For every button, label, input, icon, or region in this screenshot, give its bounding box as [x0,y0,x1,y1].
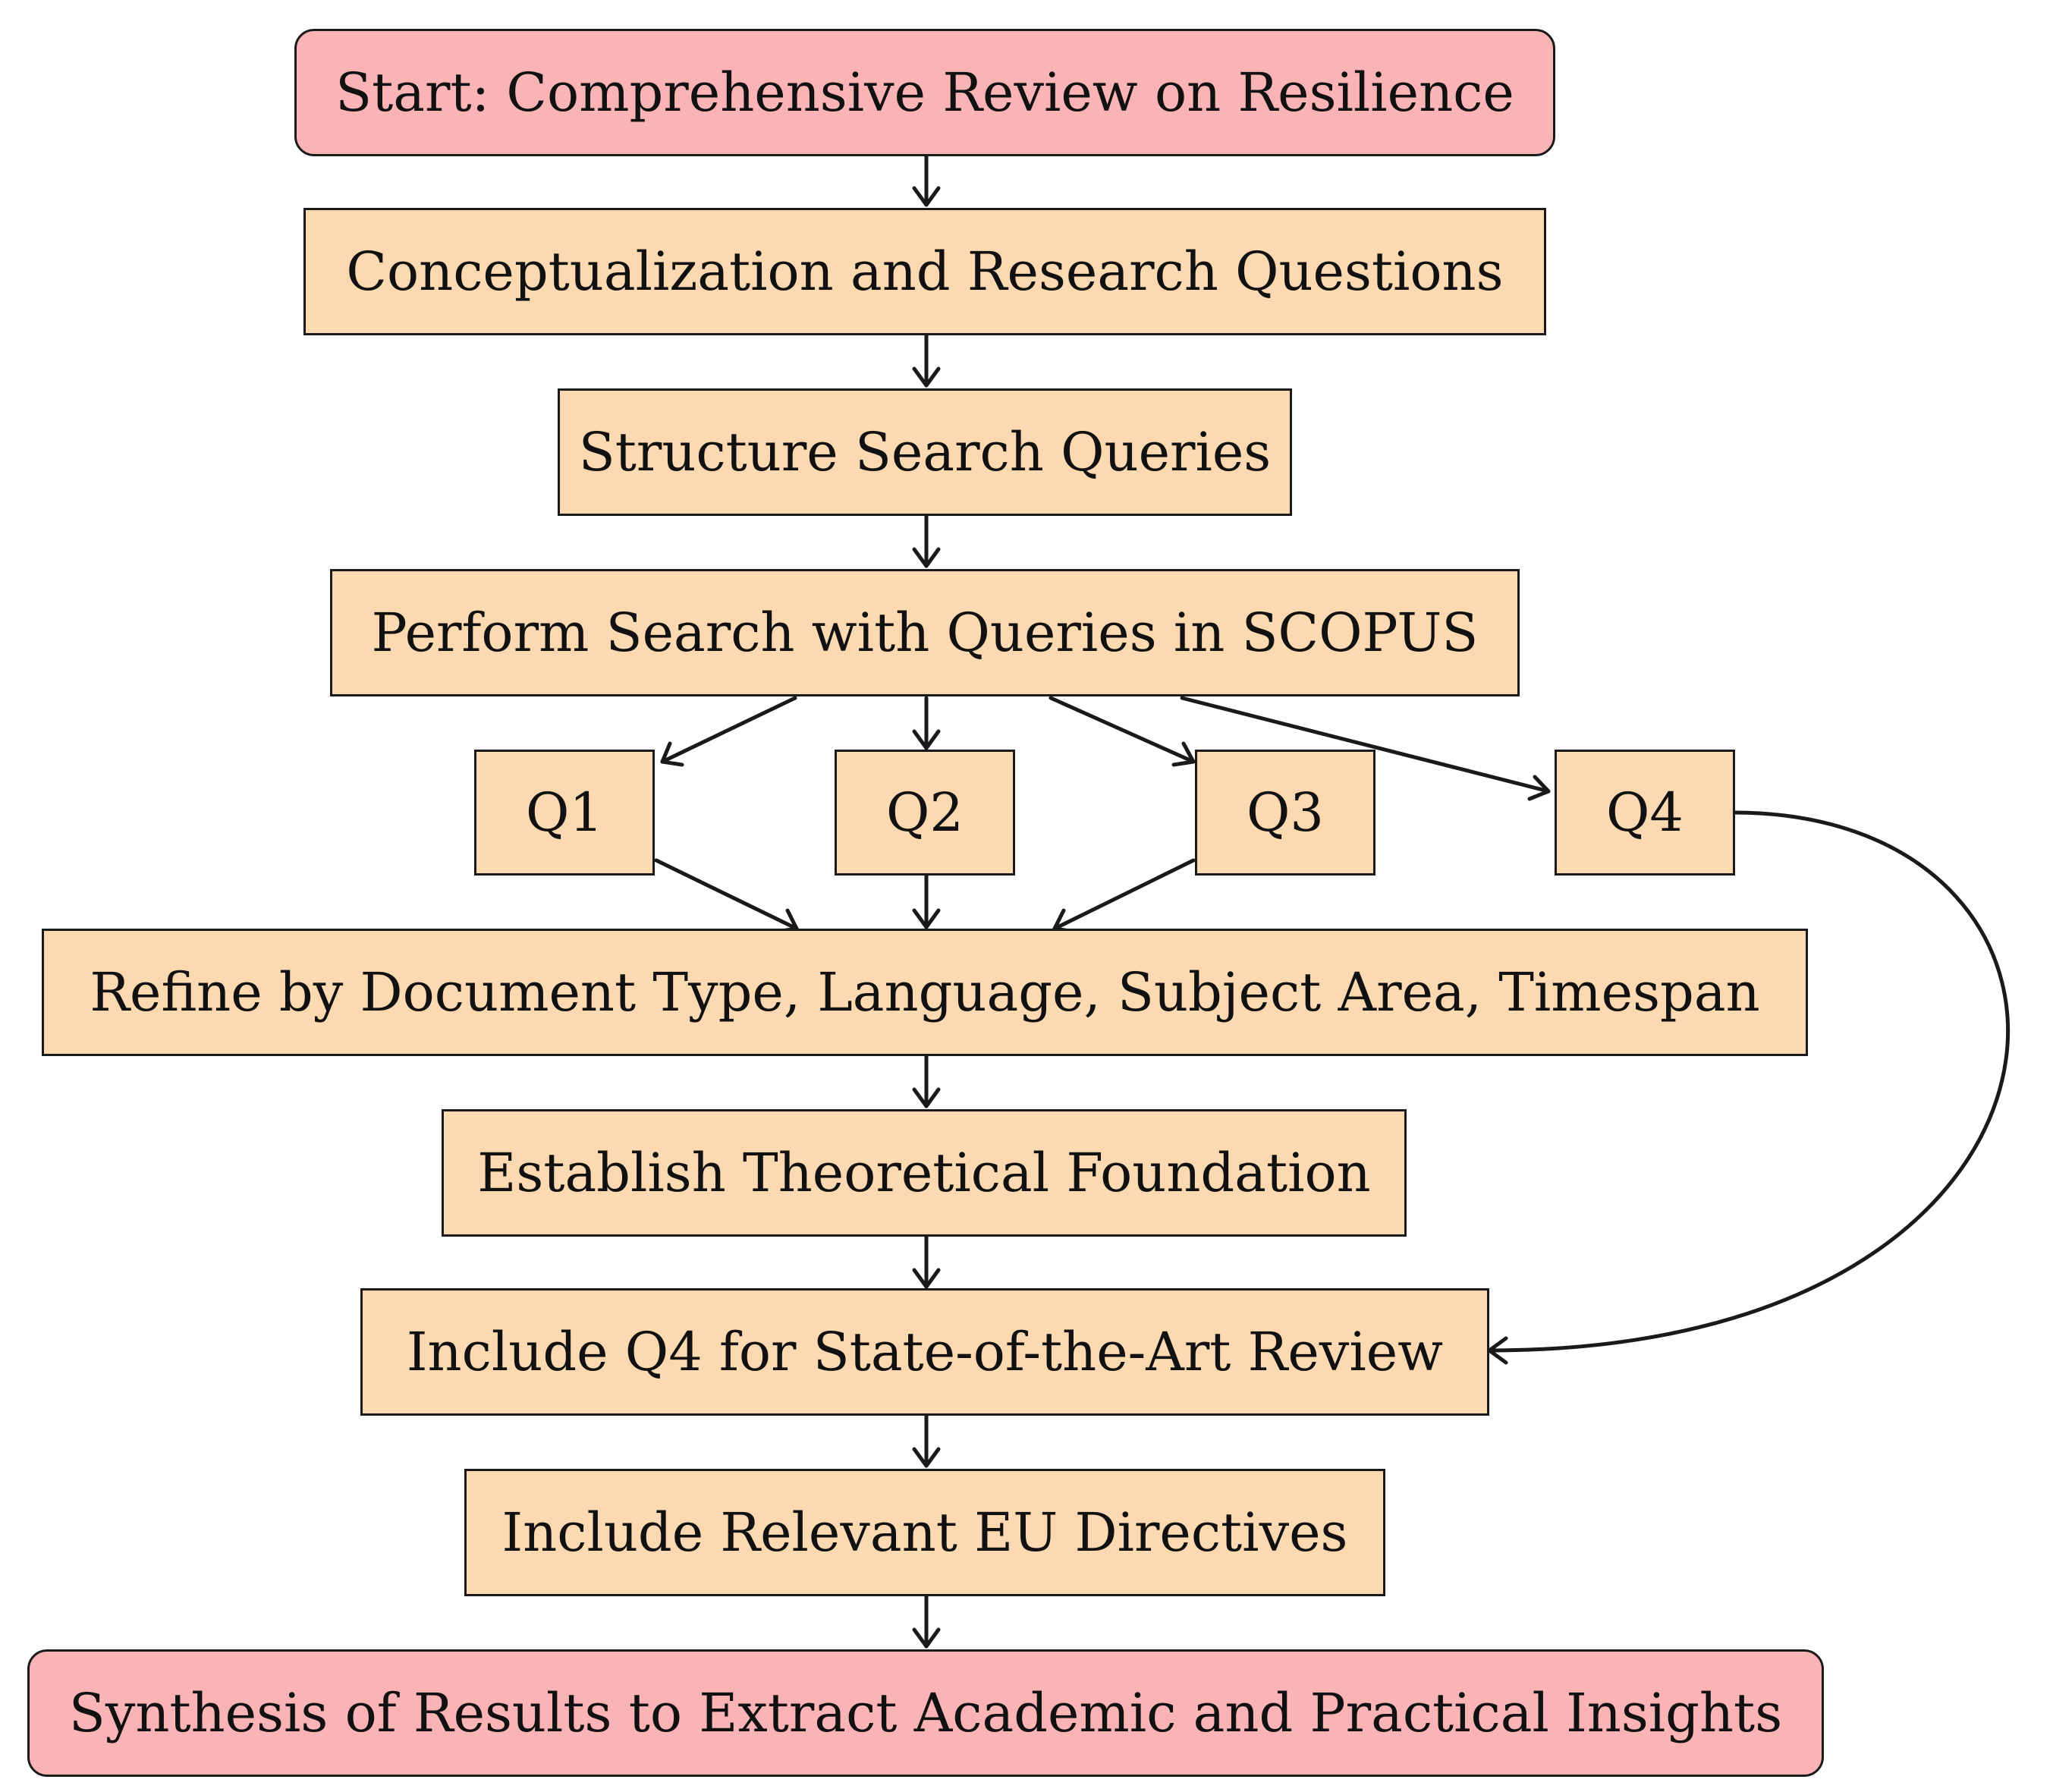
q2-node-label: Q2 [886,781,964,844]
edge-q2-to-refine [912,873,941,929]
refine-node: Refine by Document Type, Language, Subje… [42,929,1808,1056]
search-node-label: Perform Search with Queries in SCOPUS [371,602,1479,664]
edge-q4-to-include-q4 [1487,810,2011,1365]
edge-directives-to-synthesis [912,1594,941,1649]
q1-node-label: Q1 [526,781,603,844]
search-node: Perform Search with Queries in SCOPUS [330,569,1520,696]
edge-foundation-to-include-q4 [912,1234,941,1289]
include-q4-node-label: Include Q4 for State-of-the-Art Review [406,1321,1444,1383]
foundation-node: Establish Theoretical Foundation [442,1109,1407,1237]
q2-node: Q2 [835,750,1015,876]
q1-node: Q1 [474,750,655,876]
edge-search-to-q3 [1049,696,1196,767]
edge-search-to-q4 [1180,696,1551,801]
conceptualization-node-label: Conceptualization and Research Questions [346,241,1504,303]
start-node-label: Start: Comprehensive Review on Resilienc… [335,61,1514,124]
q4-node-label: Q4 [1606,781,1684,844]
edge-q3-to-refine [1052,858,1196,934]
q3-node-label: Q3 [1247,781,1324,844]
edge-structure-to-search [912,514,941,568]
synthesis-node: Synthesis of Results to Extract Academic… [27,1649,1824,1777]
refine-node-label: Refine by Document Type, Language, Subje… [90,961,1760,1023]
edge-refine-to-foundation [912,1054,941,1108]
edge-search-to-q2 [912,696,941,750]
edge-search-to-q1 [660,696,797,767]
edge-q1-to-refine [654,858,799,934]
start-node: Start: Comprehensive Review on Resilienc… [294,29,1555,156]
q4-node: Q4 [1555,750,1735,876]
structure-node-label: Structure Search Queries [578,421,1272,483]
foundation-node-label: Establish Theoretical Foundation [477,1142,1371,1204]
edge-include-q4-to-directives [912,1413,941,1468]
conceptualization-node: Conceptualization and Research Questions [303,208,1546,335]
synthesis-node-label: Synthesis of Results to Extract Academic… [68,1682,1783,1744]
include-q4-node: Include Q4 for State-of-the-Art Review [360,1288,1489,1416]
q3-node: Q3 [1195,750,1375,876]
directives-node-label: Include Relevant EU Directives [501,1501,1348,1564]
directives-node: Include Relevant EU Directives [464,1469,1385,1596]
structure-node: Structure Search Queries [558,388,1292,516]
edge-conceptualization-to-structure [912,333,941,388]
edge-start-to-conceptualization [912,154,941,207]
